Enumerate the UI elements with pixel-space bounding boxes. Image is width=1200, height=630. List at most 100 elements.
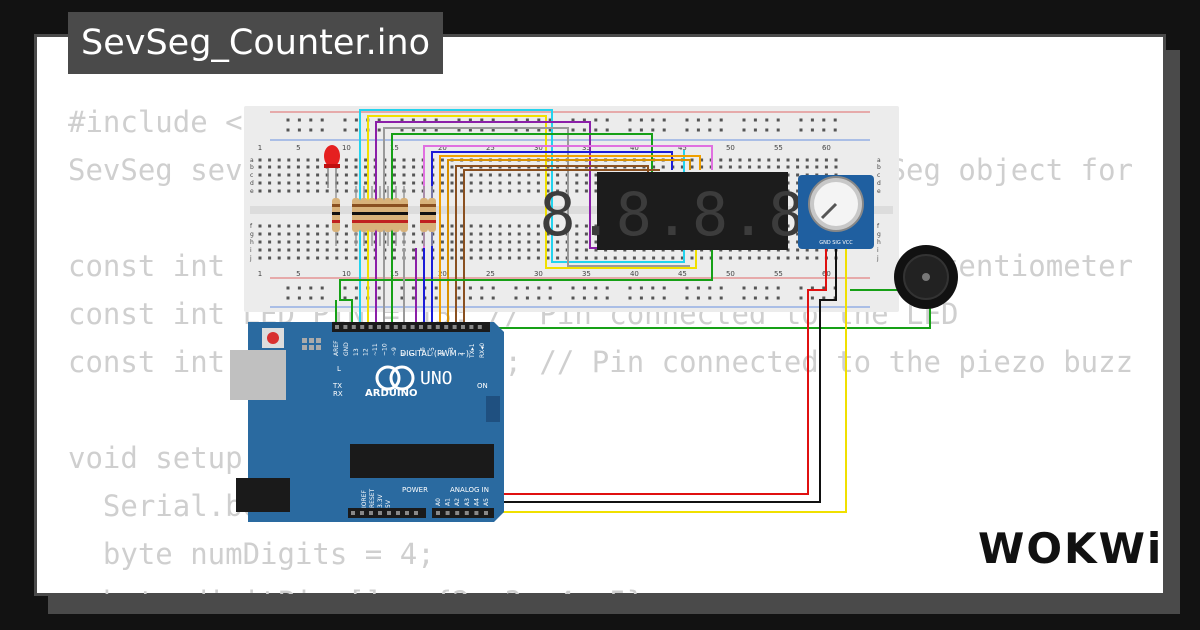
column-label: 20 [438, 144, 447, 152]
l-led-label: L [337, 365, 341, 373]
digital-pin-label: 4 [439, 352, 446, 356]
row-label: d [877, 180, 881, 187]
column-label: 50 [726, 270, 735, 278]
row-label: c [250, 172, 253, 179]
tx-led-label: TX [332, 382, 342, 390]
3v3-label: 3.3V [377, 493, 384, 508]
wire-brown-2 [463, 169, 660, 326]
led-red[interactable] [324, 145, 340, 188]
resistors [332, 186, 436, 246]
row-label: d [250, 180, 254, 187]
column-label: 25 [486, 144, 495, 152]
column-label: 30 [534, 270, 543, 278]
row-label: j [876, 255, 879, 262]
arduino-uno-board[interactable]: AREF GND DIGITAL (PWM ~) TX▸1 RX◂0 UNO A… [230, 322, 504, 522]
column-label: 40 [630, 144, 639, 152]
analog-pin-label: A1 [445, 498, 452, 506]
row-label: e [877, 188, 881, 195]
row-label: c [877, 172, 880, 179]
column-label: 1 [258, 270, 262, 278]
row-label: g [250, 231, 254, 238]
gnd-label: GND [343, 342, 350, 356]
project-title[interactable]: SevSeg_Counter.ino [68, 12, 444, 74]
row-label: b [877, 164, 881, 171]
analog-pin-label: A5 [483, 498, 490, 506]
wire-yellow-2 [440, 240, 847, 513]
column-label: 60 [822, 144, 831, 152]
column-label: 40 [630, 270, 639, 278]
column-label: 55 [774, 144, 783, 152]
wire-red [500, 240, 827, 495]
arduino-infinity-logo [375, 365, 401, 391]
rx-led-label: RX [333, 390, 343, 398]
analog-pin-label: A3 [464, 498, 471, 506]
rx-pin-label: RX◂0 [479, 343, 486, 358]
analog-pin-label: A4 [473, 498, 480, 506]
code-line: byte digitPins[] = {2, 3, 4, 5}; [68, 578, 1132, 594]
column-label: 15 [390, 270, 399, 278]
on-led-label: ON [477, 382, 488, 390]
digital-pin-label: ~3 [448, 347, 455, 356]
digital-pin-label: 8 [401, 352, 408, 356]
column-label: 1 [258, 144, 262, 152]
column-label: 10 [342, 144, 351, 152]
reset-label: RESET [369, 488, 376, 508]
column-label: 55 [774, 270, 783, 278]
column-label: 20 [438, 270, 447, 278]
row-label: a [877, 157, 881, 164]
analog-in-label: ANALOG IN [450, 486, 489, 494]
board-model: UNO [420, 368, 453, 389]
row-label: h [250, 239, 254, 246]
wire-yellow [367, 115, 697, 326]
row-label: a [250, 157, 254, 164]
column-label: 5 [296, 270, 300, 278]
column-label: 10 [342, 270, 351, 278]
analog-pin-label: A2 [454, 498, 461, 506]
display-digits: 8.8.8.8. [540, 180, 845, 250]
wokwi-logo[interactable]: WOKWi [978, 524, 1164, 573]
column-label: 5 [296, 144, 300, 152]
power-label: POWER [402, 486, 428, 494]
analog-header [432, 508, 494, 518]
potentiometer[interactable]: GND SIG VCC [798, 175, 874, 249]
row-label: i [877, 247, 879, 254]
column-label: 30 [534, 144, 543, 152]
column-label: 50 [726, 144, 735, 152]
digital-pin-label: ~5 [429, 347, 436, 356]
column-label: 25 [486, 270, 495, 278]
row-label: f [250, 223, 253, 230]
digital-label: DIGITAL (PWM ~) [400, 349, 469, 358]
tx-pin-label: TX▸1 [469, 343, 476, 359]
wire-orange [439, 155, 701, 326]
analog-pin-label: A0 [435, 498, 442, 506]
wire-orange-2 [447, 159, 691, 326]
piezo-buzzer[interactable] [894, 245, 958, 309]
code-line: byte numDigits = 4; [68, 537, 435, 571]
column-label: 35 [582, 144, 591, 152]
5v-label: 5V [385, 499, 392, 508]
wire-green-2 [339, 244, 713, 326]
pot-pin-labels: GND SIG VCC [819, 240, 853, 246]
column-label: 45 [678, 270, 687, 278]
digital-pin-label: 7 [410, 352, 417, 356]
seven-segment-display[interactable]: 8.8.8.8. [540, 172, 845, 250]
digital-pin-label: 13 [353, 348, 360, 356]
digital-pin-label: ~6 [420, 347, 427, 356]
board-brand: ARDUINO [365, 388, 417, 399]
column-label: 45 [678, 144, 687, 152]
row-label: h [877, 239, 881, 246]
row-label: f [877, 223, 880, 230]
wire-gray [383, 127, 690, 326]
ioref-label: IOREF [361, 490, 368, 508]
row-label: e [250, 188, 254, 195]
wire-black [408, 240, 837, 503]
row-label: g [877, 231, 881, 238]
row-label: i [250, 247, 252, 254]
digital-pin-label: ~10 [382, 343, 389, 356]
aref-label: AREF [333, 340, 340, 356]
digital-pin-label: ~11 [372, 343, 379, 356]
digital-pin-label: 2 [458, 352, 465, 356]
row-label: j [249, 255, 252, 262]
